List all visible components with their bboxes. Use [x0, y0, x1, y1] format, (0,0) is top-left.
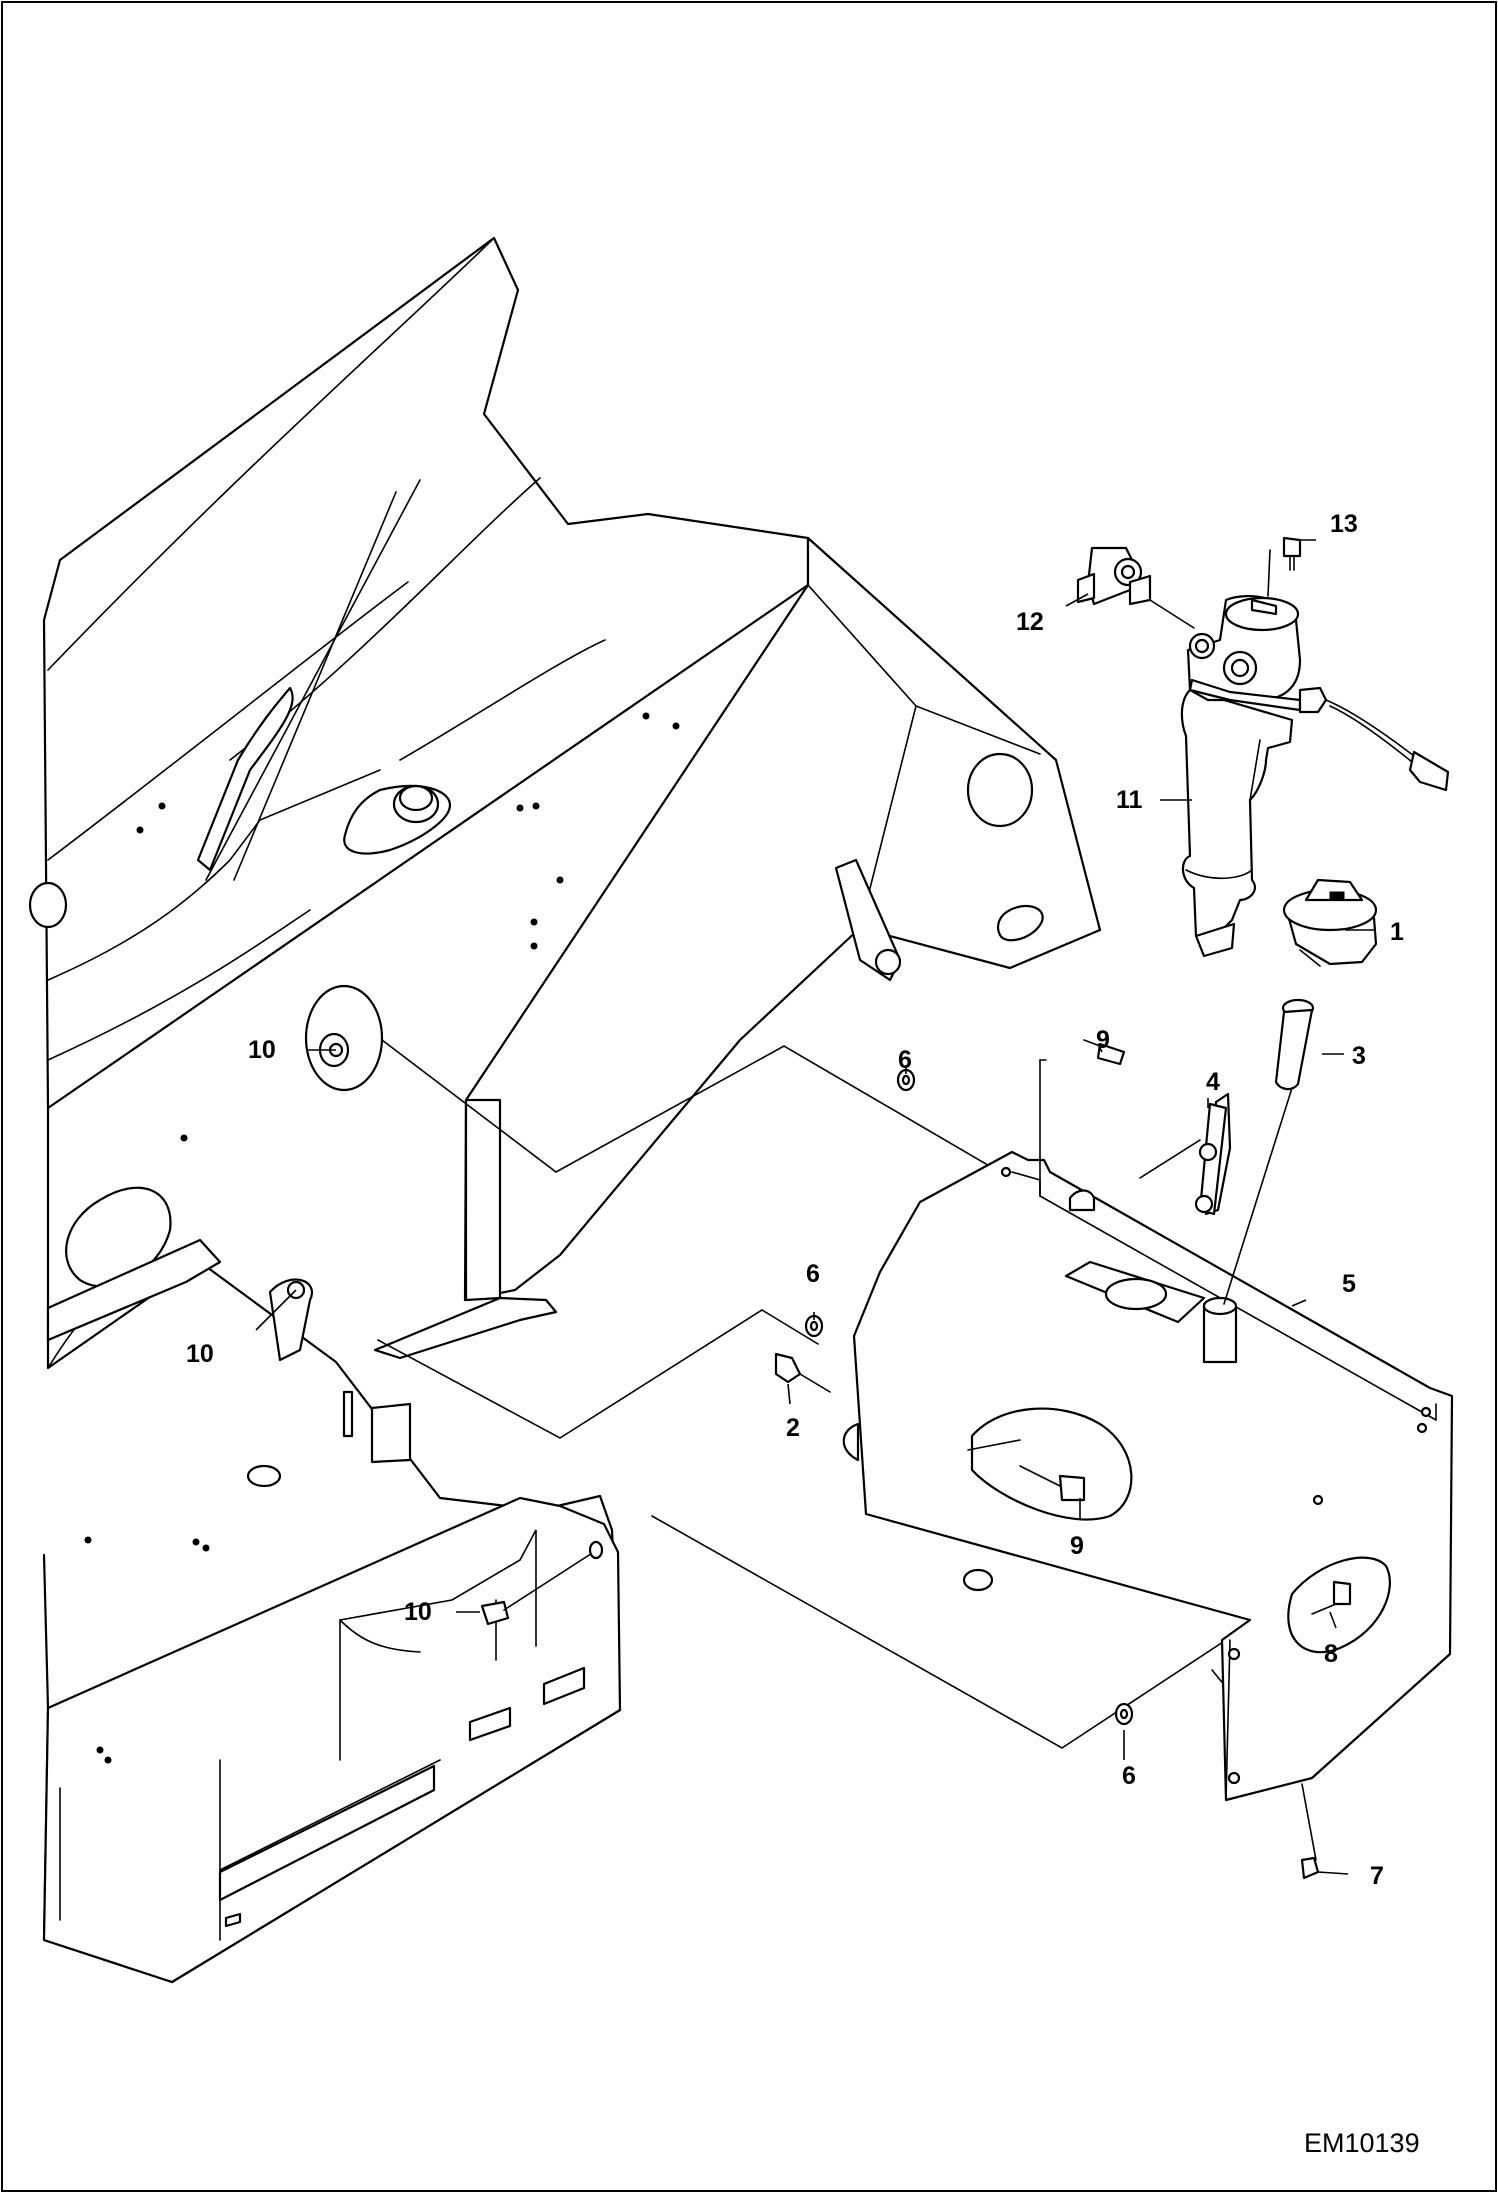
bolt-9-upper: [1083, 1039, 1126, 1066]
upright-tower: [373, 536, 1102, 1360]
callout-10b: 10: [186, 1340, 214, 1368]
sight-gauge: [1139, 1092, 1232, 1216]
callout-5: 5: [1342, 1270, 1356, 1298]
callout-7: 7: [1370, 1862, 1384, 1890]
callout-9a: 9: [1096, 1026, 1110, 1054]
bolt-13: [1282, 536, 1302, 571]
callout-3: 3: [1352, 1042, 1366, 1070]
return-filter: [1180, 549, 1450, 958]
callout-11: 11: [1116, 786, 1143, 814]
callout-13: 13: [1330, 510, 1358, 538]
bolt-8: [1311, 1580, 1352, 1615]
callout-2: 2: [786, 1414, 800, 1442]
nut-7: [1300, 1856, 1320, 1880]
fitting-2: [774, 1352, 831, 1393]
hydraulic-tank: [842, 1059, 1454, 1802]
callout-6a: 6: [898, 1046, 912, 1074]
washers-6: [804, 1068, 1134, 1726]
isolator-mounts-10: [304, 984, 604, 1626]
callout-labels: 1 2 3 4 5 6 6 6 7 8 9 9 10 10 10 11 12 1…: [186, 510, 1404, 1890]
breather-cap: [1282, 878, 1378, 967]
leader-lines: [255, 539, 1375, 1875]
drawing-number: EM10139: [1304, 2128, 1420, 2158]
tee-fitting: [1076, 546, 1195, 629]
callout-10a: 10: [248, 1036, 276, 1064]
callout-10c: 10: [404, 1598, 432, 1626]
callout-4: 4: [1206, 1068, 1220, 1096]
callout-6c: 6: [1122, 1762, 1136, 1790]
strainer: [1223, 998, 1315, 1305]
lower-chassis: [42, 1106, 622, 1984]
callout-6b: 6: [806, 1260, 820, 1288]
explode-lines: [373, 1033, 1317, 1861]
callout-8: 8: [1324, 1640, 1338, 1668]
callout-12: 12: [1016, 608, 1044, 636]
callout-1: 1: [1390, 918, 1404, 946]
callout-9b: 9: [1070, 1532, 1084, 1560]
lift-arm: [28, 236, 887, 1142]
bolt-9-lower: [1019, 1465, 1086, 1502]
